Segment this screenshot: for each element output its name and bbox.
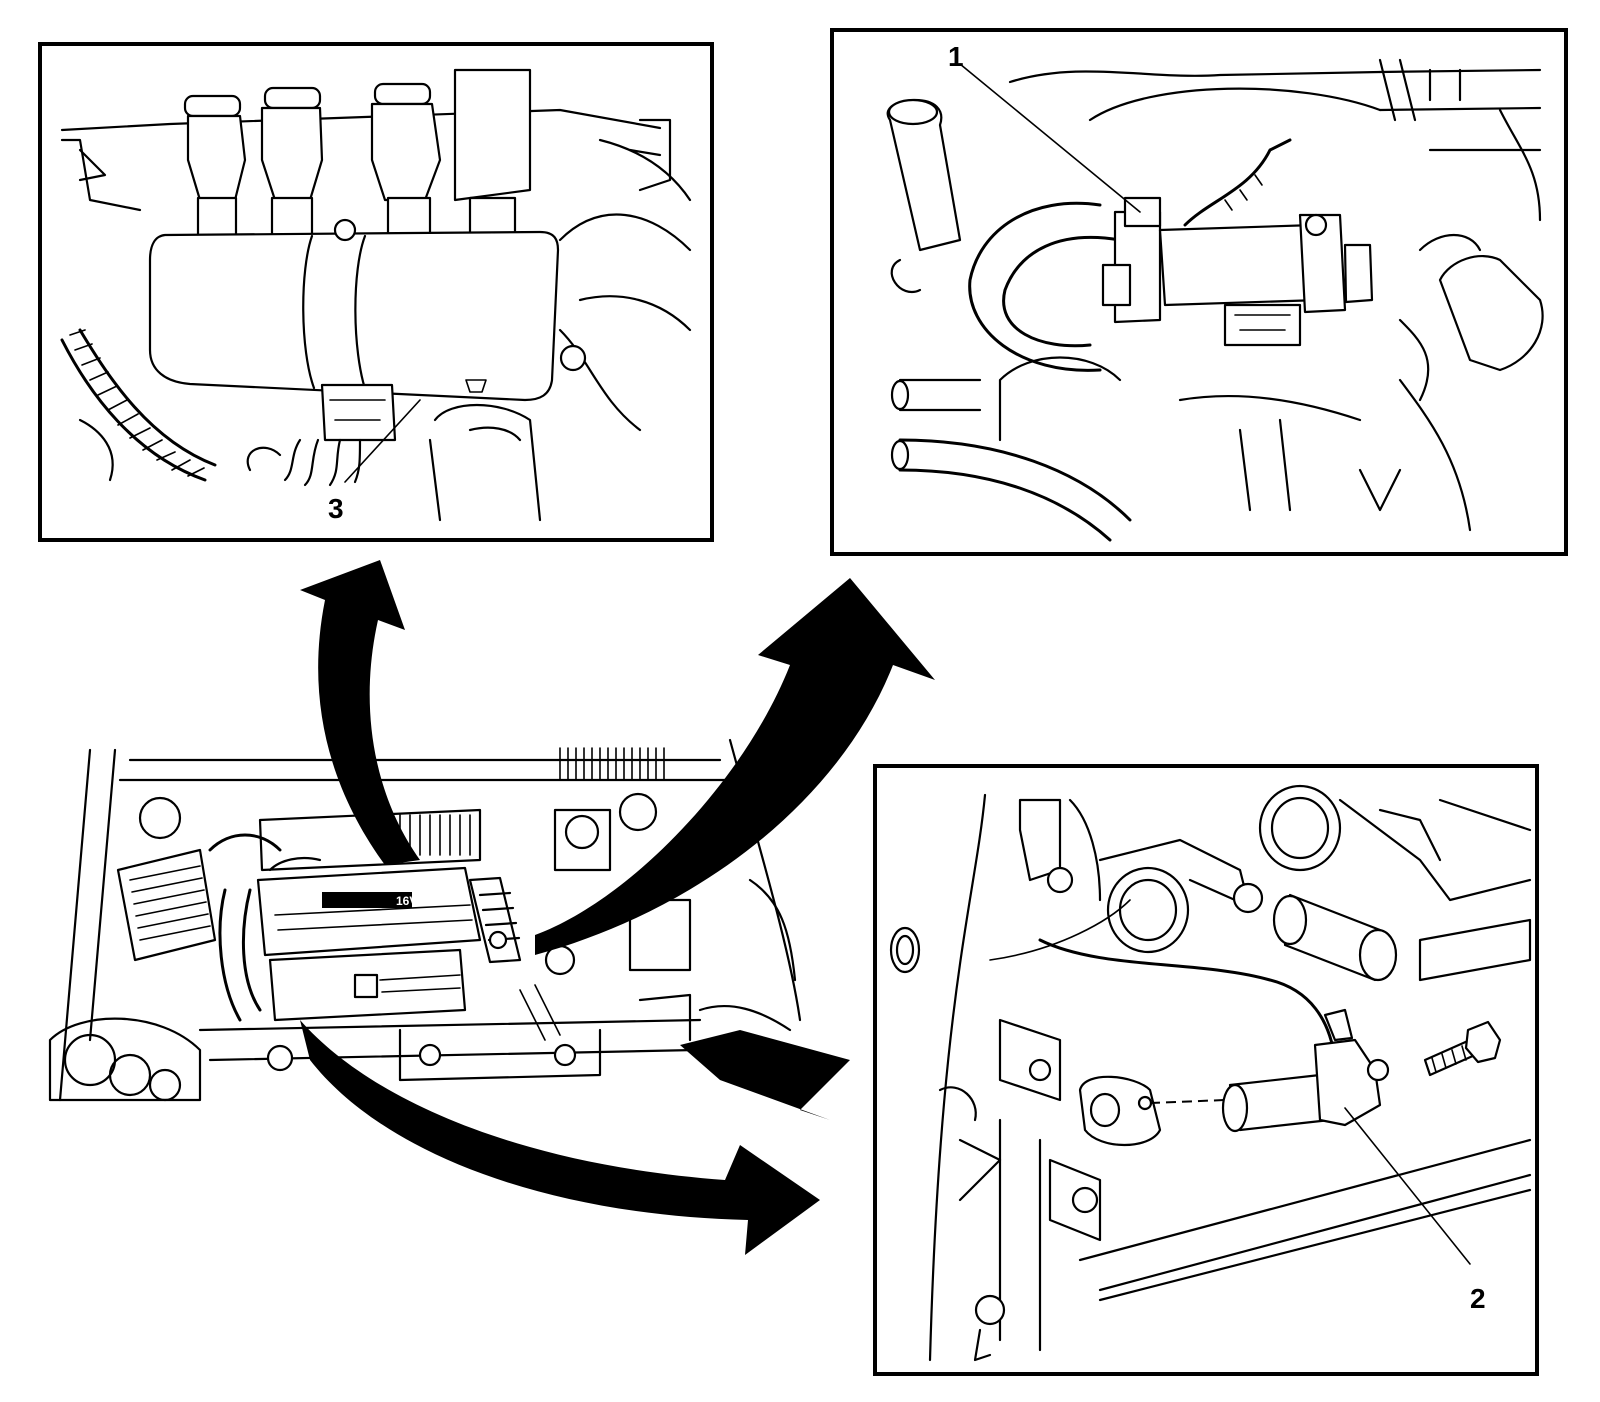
- arrow-to-crankshaft-sensor: [300, 1020, 850, 1255]
- cowl-grille: [559, 747, 665, 781]
- idle-air-control-drawing: [886, 58, 1544, 542]
- radiator-support: [198, 1018, 702, 1082]
- left-strut-tower: [138, 796, 182, 840]
- crankshaft-sensor-leader-line: [1344, 1107, 1471, 1265]
- right-strut-tower: [618, 792, 658, 832]
- left-headlight: [48, 1017, 202, 1102]
- mount-pad-3: [1048, 1158, 1102, 1242]
- ignition-coil-body: [148, 218, 587, 402]
- right-hose: [1398, 234, 1544, 402]
- engine-cover-badge-text: 16V: [396, 894, 417, 908]
- brake-fluid-reservoir: [564, 814, 600, 850]
- engine-bay-overview: 16V: [48, 738, 802, 1102]
- coil-boot-4: [453, 68, 532, 236]
- install-path-dashed-line: [1149, 1099, 1226, 1104]
- coil-boot-1: [183, 94, 247, 240]
- intake-manifold: [468, 876, 522, 964]
- engine-cover: 16V: [256, 856, 482, 957]
- sensor-bolt: [1423, 1020, 1502, 1077]
- port-1: [1106, 866, 1190, 954]
- ignition-coil-leader-line: [344, 399, 421, 483]
- idle-air-control-panel: 1: [830, 28, 1568, 556]
- ignition-coil-drawing: [60, 68, 692, 522]
- coil-boot-2: [260, 86, 324, 240]
- fuse-box: [116, 848, 217, 962]
- camshaft-cylinder: [1272, 893, 1398, 982]
- coil-connector: [246, 383, 397, 487]
- port-2: [1258, 784, 1342, 872]
- coil-boot-3: [370, 82, 442, 240]
- idle-air-control-leader-line: [959, 63, 1141, 213]
- ignition-coil-panel: 3: [38, 42, 714, 542]
- mount-pad-2: [1078, 1075, 1162, 1147]
- oil-filler-cap: [353, 973, 379, 999]
- callout-idle-air-control-valve: 1: [948, 41, 964, 72]
- callout-ignition-coil: 3: [328, 493, 344, 524]
- crankshaft-sensor-drawing: [889, 784, 1532, 1362]
- mount-pad-1: [998, 1018, 1062, 1102]
- crankshaft-sensor-panel: 2: [873, 764, 1539, 1376]
- corrugated-harness: [60, 328, 217, 482]
- idle-air-control-valve: [1101, 196, 1374, 347]
- arrow-to-idle-air-control-valve: [535, 578, 935, 955]
- engine-cover-badge-plate: [322, 892, 412, 908]
- vertical-hose: [886, 98, 962, 294]
- arrow-to-ignition-coil: [300, 560, 420, 865]
- crankshaft-position-sensor: [1221, 1008, 1390, 1133]
- callout-crankshaft-position-sensor: 2: [1470, 1283, 1486, 1314]
